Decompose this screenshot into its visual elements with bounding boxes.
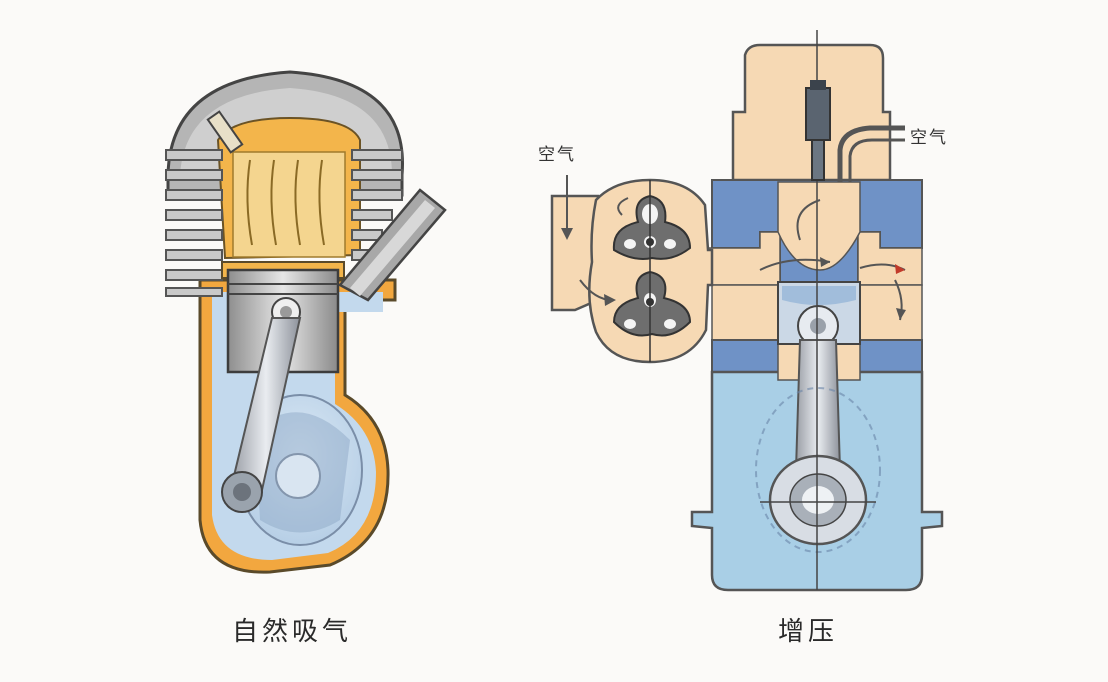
intake-pipe	[338, 188, 447, 302]
fuel-injector	[805, 80, 831, 181]
connecting-rod-turbo	[768, 339, 868, 546]
air-label-left: 空气	[538, 145, 576, 165]
air-label-right: 空气	[910, 128, 948, 148]
turbocharged-engine	[550, 30, 944, 592]
natural-aspiration-engine	[165, 70, 447, 574]
connecting-rod	[221, 317, 302, 513]
caption-turbocharged: 增压	[778, 617, 838, 647]
roots-compressor	[550, 175, 714, 364]
cooling-fins-left	[165, 149, 223, 297]
piston-turbo	[777, 281, 861, 347]
spark-plug	[206, 110, 244, 154]
combustion-chamber-turbo	[777, 181, 861, 271]
caption-natural-aspiration: 自然吸气	[232, 617, 352, 647]
